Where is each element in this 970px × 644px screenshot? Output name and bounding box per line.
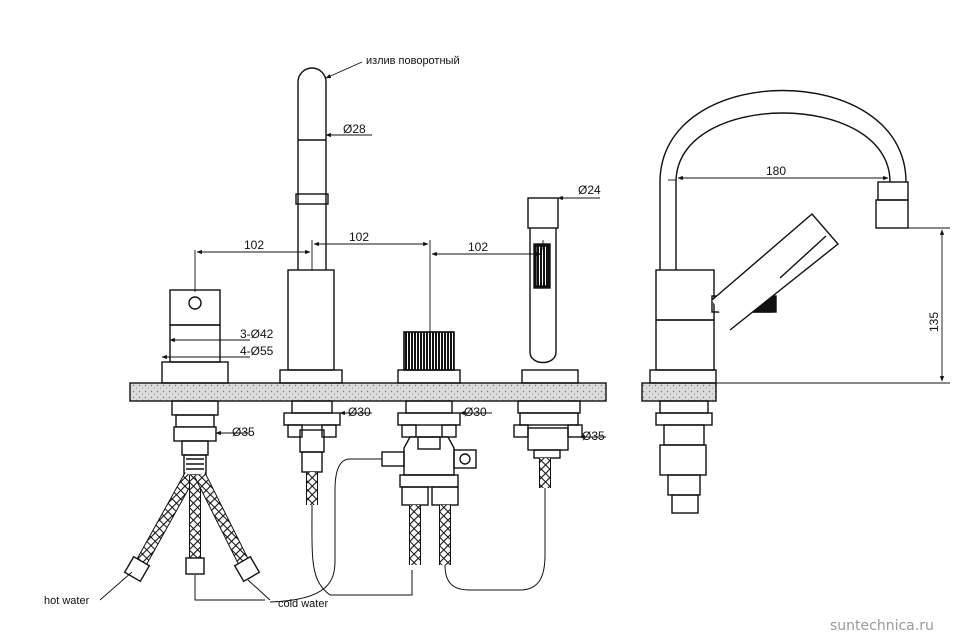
deck-slab-side (641, 382, 717, 402)
dim-d30-right: Ø30 (464, 405, 487, 419)
dim-d24: Ø24 (578, 183, 601, 197)
dim-d55: 4-Ø55 (240, 344, 274, 358)
dimension-lines (99, 61, 950, 601)
dim-d30-left: Ø30 (348, 405, 371, 419)
cold-water-label: cold water (278, 598, 328, 610)
hot-water-label: hot water (44, 595, 90, 607)
dim-d42: 3-Ø42 (240, 327, 274, 341)
hand-shower-assembly (513, 197, 583, 459)
dim-spacing-3: 102 (468, 240, 488, 254)
deck-slab (129, 382, 607, 402)
dim-spacing-2: 102 (349, 230, 369, 244)
dim-spacing-1: 102 (244, 238, 264, 252)
side-view-assembly (649, 89, 909, 514)
dim-height: 135 (927, 312, 941, 332)
dim-d28: Ø28 (343, 122, 366, 136)
spout-label: излив поворотный (366, 55, 460, 67)
dim-reach: 180 (766, 164, 786, 178)
watermark: suntechnica.ru (830, 618, 934, 634)
spout-assembly (279, 67, 343, 473)
dim-d35-left: Ø35 (232, 425, 255, 439)
diverter-assembly (381, 331, 477, 506)
dim-d35-right: Ø35 (582, 429, 605, 443)
handle-assembly (161, 289, 229, 476)
